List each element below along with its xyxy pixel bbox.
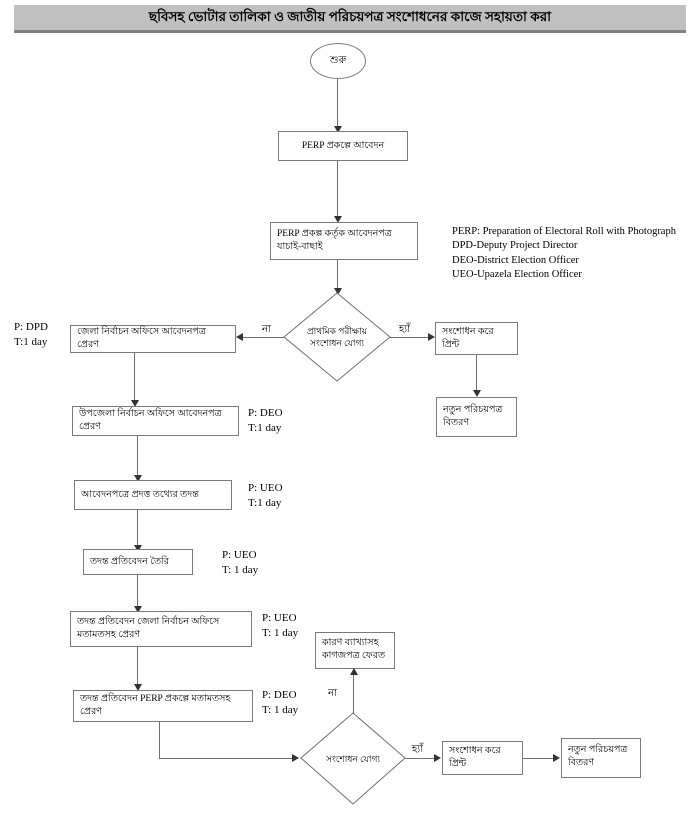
connector-upazila-to-investigate [137, 436, 138, 479]
connector-report-to-district-send [137, 575, 138, 611]
node-send-to-upazila-office: উপজেলা নির্বাচন অফিসে আবেদনপত্র প্রেরণ [72, 406, 239, 436]
node-send-to-district-office-label: জেলা নির্বাচন অফিসে আবেদনপত্র প্রেরণ [77, 327, 206, 350]
connector-apply-to-verify [337, 161, 338, 220]
page-title-banner: ছবিসহ ভোটার তালিকা ও জাতীয় পরিচয়পত্র স… [14, 5, 686, 33]
connector-verify-to-decision [337, 260, 338, 294]
connector-investigate-to-report [137, 510, 138, 550]
node-return-documents-with-reason: কারণ ব্যাখ্যাসহ কাগজপত্র ফেরত [315, 632, 395, 669]
edge-label-final-yes: হ্যাঁ [412, 744, 424, 755]
arrowhead-investigate [134, 475, 142, 482]
node-start: শুরু [310, 43, 366, 79]
arrowhead-report-to-perp [134, 684, 142, 691]
connector-perp-right-to-decision [159, 758, 294, 759]
node-perp-application-label: PERP প্রকল্পে আবেদন [301, 140, 385, 151]
diamond-shape-icon [283, 292, 391, 382]
arrowhead-correct-print-top [428, 333, 435, 341]
node-perp-verification-label: PERP প্রকল্প কর্তৃক আবেদনপত্র যাচাই-বাছা… [277, 229, 392, 252]
node-correct-and-print-bottom: সংশোধন করে প্রিন্ট [442, 741, 523, 775]
legend-abbreviations: PERP: Preparation of Electoral Roll with… [452, 226, 676, 281]
arrowhead-new-card-top [473, 390, 481, 397]
arrowhead-verify [334, 216, 342, 223]
arrowhead-new-card-bottom [553, 754, 560, 762]
node-return-documents-with-reason-label: কারণ ব্যাখ্যাসহ কাগজপত্র ফেরত [322, 638, 386, 661]
node-perp-verification: PERP প্রকল্প কর্তৃক আবেদনপত্র যাচাই-বাছা… [270, 222, 418, 260]
arrowhead-report-to-district [134, 606, 142, 613]
node-correct-and-print-top: সংশোধন করে প্রিন্ট [435, 322, 518, 355]
node-correct-and-print-bottom-label: সংশোধন করে প্রিন্ট [449, 746, 501, 769]
edge-label-primary-yes: হ্যাঁ [399, 324, 411, 335]
arrowhead-report-make [134, 545, 142, 552]
arrowhead-send-district [236, 333, 243, 341]
node-distribute-new-card-top: নতুন পরিচয়পত্র বিতরণ [436, 397, 517, 437]
node-decision-primary: প্রাথমিক পরীক্ষায় সংশোধন যোগ্য [283, 292, 391, 382]
connector-final-yes [405, 758, 437, 759]
page-title: ছবিসহ ভোটার তালিকা ও জাতীয় পরিচয়পত্র স… [148, 9, 552, 24]
node-investigate-information: আবেদনপত্রে প্রদত্ত তথ্যের তদন্ত [74, 480, 232, 510]
connector-start-to-apply [337, 79, 338, 129]
node-report-to-perp-project: তদন্ত প্রতিবেদন PERP প্রকল্পে মতামতসহ প্… [73, 690, 253, 722]
annotation-ueo-send: P: UEO T: 1 day [262, 612, 299, 639]
node-investigate-information-label: আবেদনপত্রে প্রদত্ত তথ্যের তদন্ত [81, 489, 199, 500]
node-start-label: শুরু [329, 54, 347, 66]
node-prepare-investigation-report-label: তদন্ত প্রতিবেদন তৈরি [90, 556, 170, 567]
arrowhead-decision-final [292, 754, 299, 762]
node-send-to-upazila-office-label: উপজেলা নির্বাচন অফিসে আবেদনপত্র প্রেরণ [79, 409, 222, 432]
annotation-ueo-report: P: UEO T: 1 day [222, 549, 259, 576]
node-distribute-new-card-top-label: নতুন পরিচয়পত্র বিতরণ [443, 405, 503, 428]
annotation-ueo-investigate: P: UEO T:1 day [248, 482, 283, 509]
node-perp-application: PERP প্রকল্পে আবেদন [278, 131, 408, 161]
node-prepare-investigation-report: তদন্ত প্রতিবেদন তৈরি [83, 549, 193, 575]
node-send-to-district-office: জেলা নির্বাচন অফিসে আবেদনপত্র প্রেরণ [70, 325, 236, 353]
connector-final-no [353, 669, 354, 714]
connector-district-to-perp-send [137, 647, 138, 689]
connector-district-to-upazila [134, 353, 135, 404]
arrowhead-return-docs [350, 668, 358, 675]
node-report-to-district-office: তদন্ত প্রতিবেদন জেলা নির্বাচন অফিসে মতাম… [70, 611, 252, 647]
edge-label-primary-no: না [262, 324, 271, 335]
node-decision-final: সংশোধন যোগ্য [300, 712, 406, 805]
connector-print-to-newcard-top [476, 355, 477, 395]
node-report-to-perp-project-label: তদন্ত প্রতিবেদন PERP প্রকল্পে মতামতসহ প্… [80, 694, 231, 717]
edge-label-final-no: না [328, 688, 337, 699]
connector-perp-down [159, 722, 160, 758]
arrowhead-decision-primary [334, 288, 342, 295]
connector-primary-no [243, 337, 284, 338]
annotation-dpd: P: DPD T:1 day [14, 321, 48, 348]
node-report-to-district-office-label: তদন্ত প্রতিবেদন জেলা নির্বাচন অফিসে মতাম… [77, 617, 220, 640]
node-distribute-new-card-bottom: নতুন পরিচয়পত্র বিতরণ [561, 738, 641, 778]
connector-primary-yes [390, 337, 432, 338]
arrowhead-apply [334, 126, 342, 133]
annotation-deo-perp: P: DEO T: 1 day [262, 689, 299, 716]
node-correct-and-print-top-label: সংশোধন করে প্রিন্ট [442, 326, 494, 350]
annotation-deo-upazila: P: DEO T:1 day [248, 407, 283, 434]
arrowhead-send-upazila [131, 400, 139, 407]
connector-print-to-newcard-bottom [523, 758, 556, 759]
arrowhead-correct-print-bottom [434, 754, 441, 762]
diamond-shape-icon-final [300, 712, 406, 805]
node-distribute-new-card-bottom-label: নতুন পরিচয়পত্র বিতরণ [568, 745, 628, 768]
